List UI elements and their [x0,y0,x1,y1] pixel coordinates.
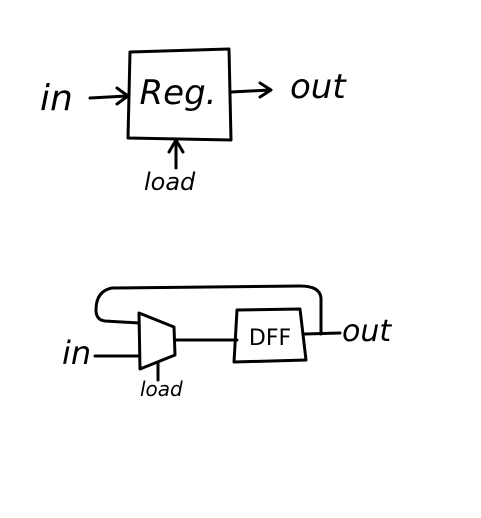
register-label: Reg. [140,73,217,113]
dff-input-label: in [62,334,91,372]
dff-mux-diagram: in DFF out load [62,284,392,401]
register-diagram: Reg. in out load [40,47,347,196]
dff-box [232,307,308,364]
dff-label: DFF [249,326,291,351]
register-input-label: in [40,78,73,119]
register-output-arrow [229,81,273,99]
register-box [126,47,233,142]
register-load-arrow [167,138,185,170]
mux-load-label: load [140,377,183,401]
register-load-label: load [144,168,196,196]
multiplexer [137,311,177,371]
dff-output-label: out [342,314,392,349]
feedback-wire [94,284,323,336]
dff-output-wire [303,331,342,336]
register-output-label: out [290,67,347,107]
register-input-arrow [88,86,130,106]
